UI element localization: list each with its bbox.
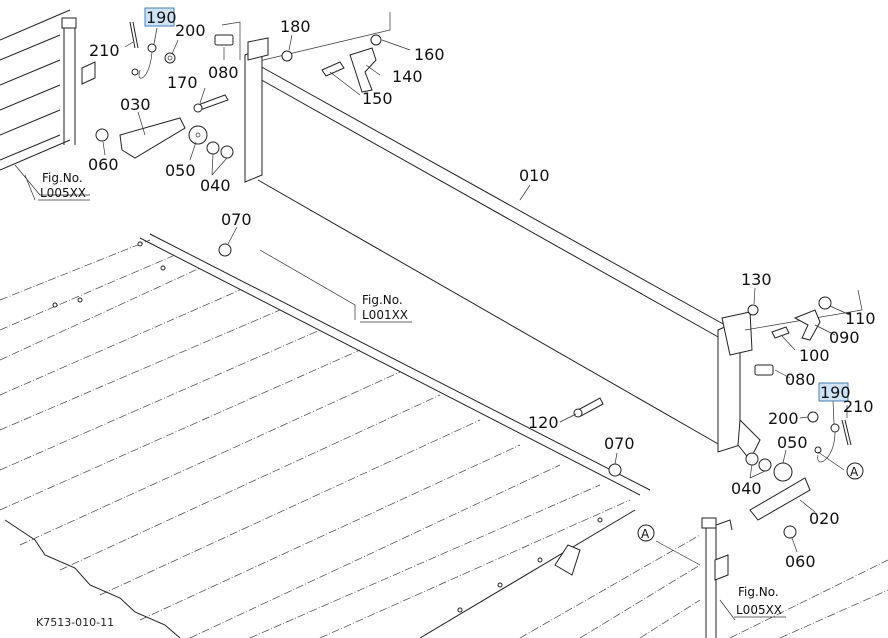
part-label-210[interactable]: 210	[843, 397, 874, 416]
fig-ref-link-l001xx[interactable]: L001XX	[362, 308, 408, 322]
highlight-190b	[818, 382, 849, 402]
washer-050b	[773, 462, 793, 482]
diagram-code: K7513-010-11	[36, 616, 114, 629]
nut-180	[281, 50, 293, 62]
lever-140	[349, 47, 377, 93]
cotter-pin-210a	[129, 21, 139, 49]
hinge-020	[749, 477, 811, 521]
connection-markers: A A	[637, 462, 864, 542]
marker-a: A	[850, 465, 859, 479]
part-label-150[interactable]: 150	[362, 89, 393, 108]
bolt-170	[197, 94, 229, 111]
part-label-160[interactable]: 160	[414, 45, 445, 64]
part-label-050[interactable]: 050	[165, 161, 196, 180]
part-label-170[interactable]: 170	[167, 73, 198, 92]
marker-a: A	[641, 527, 650, 541]
pin-150	[321, 61, 345, 77]
part-label-090[interactable]: 090	[829, 328, 860, 347]
nut-070a	[218, 243, 232, 257]
part-label-180[interactable]: 180	[280, 17, 311, 36]
leader-lines	[24, 27, 851, 621]
part-label-080[interactable]: 080	[785, 370, 816, 389]
part-label-050[interactable]: 050	[777, 433, 808, 452]
part-label-060[interactable]: 060	[785, 552, 816, 571]
pad-080b	[754, 364, 774, 376]
part-label-080[interactable]: 080	[208, 63, 239, 82]
marker-a-circle	[846, 462, 864, 480]
pin-190a	[147, 43, 157, 53]
part-label-070[interactable]: 070	[604, 434, 635, 453]
parts-right	[573, 296, 852, 539]
fig-ref-title: Fig.No.	[738, 585, 779, 599]
part-label-120[interactable]: 120	[528, 413, 559, 432]
hinge-030	[119, 117, 186, 159]
fig-ref-title: Fig.No.	[42, 171, 83, 185]
part-label-210[interactable]: 210	[89, 41, 120, 60]
part-label-190[interactable]: 190	[146, 8, 177, 27]
left-side-panel	[0, 9, 96, 196]
part-label-010[interactable]: 010	[519, 166, 550, 185]
part-label-200[interactable]: 200	[175, 21, 206, 40]
part-label-060[interactable]: 060	[88, 155, 119, 174]
nut-130	[747, 304, 759, 316]
fig-ref-link-l005xx[interactable]: L005XX	[40, 186, 86, 200]
washer-050a	[188, 125, 208, 145]
fig-ref-link-l005xx[interactable]: L005XX	[736, 603, 782, 617]
lever-090	[793, 309, 821, 341]
figure-references: Fig.No. L005XX Fig.No. L001XX Fig.No. L0…	[38, 171, 786, 618]
part-label-030[interactable]: 030	[120, 95, 151, 114]
pin-100	[771, 326, 790, 339]
part-label-070[interactable]: 070	[221, 210, 252, 229]
bolt-060b	[783, 525, 797, 539]
part-label-020[interactable]: 020	[809, 509, 840, 528]
part-label-140[interactable]: 140	[392, 67, 423, 86]
part-label-040[interactable]: 040	[731, 479, 762, 498]
part-label-040[interactable]: 040	[200, 176, 231, 195]
highlight-190a	[144, 7, 175, 27]
parts-top-left	[95, 21, 382, 257]
washer-200b	[807, 411, 819, 423]
part-label-100[interactable]: 100	[799, 346, 830, 365]
washer-040b	[745, 452, 759, 466]
spring-160	[370, 34, 382, 46]
floor-panel	[0, 233, 651, 638]
part-label-190[interactable]: 190	[820, 383, 851, 402]
bolt-060a	[95, 128, 109, 142]
callout-labels: 190 200 210 180 160 170 080 140 150 030 …	[88, 7, 876, 571]
pin-190b	[830, 423, 840, 433]
fig-ref-title: Fig.No.	[362, 293, 403, 307]
part-label-130[interactable]: 130	[741, 270, 772, 289]
nut-070b	[608, 463, 622, 477]
cotter-pin-210b	[841, 419, 852, 446]
right-side-panel	[519, 517, 888, 638]
marker-a-circle	[637, 524, 655, 542]
part-label-110[interactable]: 110	[845, 309, 876, 328]
tailgate-010	[244, 12, 863, 461]
washer-040a	[206, 141, 220, 155]
pad-080a	[214, 34, 234, 46]
part-label-200[interactable]: 200	[768, 409, 799, 428]
spring-110	[818, 296, 832, 310]
